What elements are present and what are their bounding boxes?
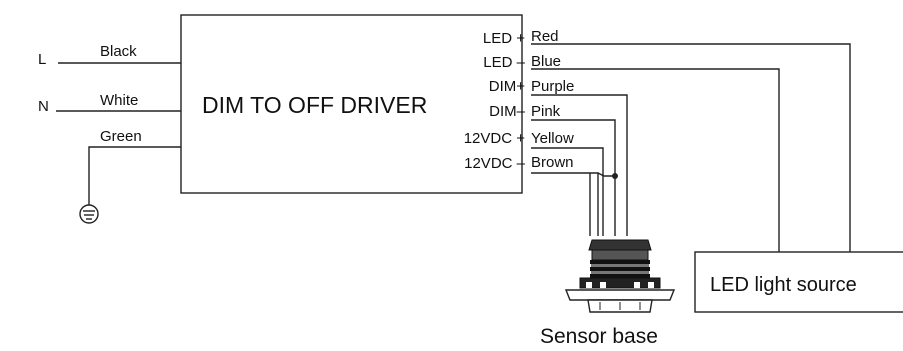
terminal-12vdc-plus: 12VDC + xyxy=(464,130,526,147)
wire-purple xyxy=(531,94,628,236)
terminal-12vdc-minus: 12VDC – xyxy=(464,155,526,172)
driver-title: DIM TO OFF DRIVER xyxy=(202,92,427,118)
sensor-base-icon xyxy=(564,239,676,313)
terminal-dim-plus: DIM+ xyxy=(489,78,525,95)
led-source-label: LED light source xyxy=(710,274,857,296)
wire-yellow-label: Yellow xyxy=(531,130,574,147)
terminal-led-minus: LED – xyxy=(483,54,525,71)
wire-purple-label: Purple xyxy=(531,78,574,95)
wire-brown xyxy=(531,172,599,236)
driver-box xyxy=(180,14,523,194)
terminal-dim-minus: DIM– xyxy=(489,103,525,120)
wire-blue xyxy=(531,68,780,252)
neutral-label: N xyxy=(38,98,49,115)
led-source-box xyxy=(694,251,903,313)
wire-brown-joint xyxy=(597,172,615,177)
terminal-led-plus: LED + xyxy=(483,30,525,47)
wire-pink xyxy=(531,119,616,236)
wire-black-label: Black xyxy=(100,43,137,60)
wire-green-label: Green xyxy=(100,128,142,145)
sensor-base-label: Sensor base xyxy=(540,325,658,348)
ground-icon xyxy=(79,204,99,224)
wire-red-label: Red xyxy=(531,28,559,45)
wire-white-label: White xyxy=(100,92,138,109)
wire-junction-dot xyxy=(612,173,618,179)
wire-blue-label: Blue xyxy=(531,53,561,70)
wire-green xyxy=(88,146,181,205)
wire-red xyxy=(531,43,851,252)
wire-pink-label: Pink xyxy=(531,103,561,120)
wire-yellow xyxy=(531,147,604,236)
line-label: L xyxy=(38,51,46,68)
wire-brown-label: Brown xyxy=(531,154,574,171)
